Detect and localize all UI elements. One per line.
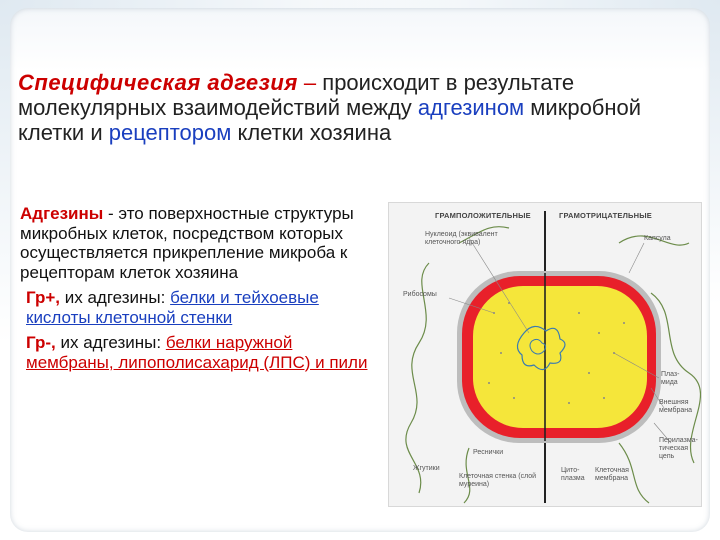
heading-term: Специфическая адгезия bbox=[18, 70, 298, 95]
gram-positive-label: Гр+, bbox=[26, 288, 61, 307]
heading-receptor: рецептором bbox=[108, 120, 232, 145]
label-periplasmic-chain: Перилазма-тическая цепь bbox=[659, 437, 698, 460]
figure-header-left: ГРАМПОЛОЖИТЕЛЬНЫЕ bbox=[435, 211, 531, 220]
cytoplasm-shape bbox=[473, 286, 647, 428]
label-capsule: Капсула bbox=[644, 235, 671, 242]
bacteria-cell-diagram bbox=[405, 211, 701, 504]
label-plasmid: Плаз-мида bbox=[661, 371, 680, 386]
definition-text: - это поверхностные структуры микробных … bbox=[20, 204, 354, 282]
gram-negative-paragraph: Гр-, их адгезины: белки наружной мембран… bbox=[20, 333, 380, 372]
label-cell-wall: Клеточная стенка (слой муреина) bbox=[459, 473, 537, 488]
flagellum-right bbox=[650, 292, 701, 464]
heading-part1: происходит в результате молекулярных вза… bbox=[18, 70, 575, 120]
gram-negative-label: Гр-, bbox=[26, 333, 56, 352]
nucleoid-inner bbox=[529, 338, 547, 355]
gram-positive-paragraph: Гр+, их адгезины: белки и тейхоевые кисл… bbox=[20, 288, 380, 327]
definition-term: Адгезины bbox=[20, 204, 104, 223]
figure-header-right: ГРАМОТРИЦАТЕЛЬНЫЕ bbox=[559, 211, 652, 220]
label-cell-membrane: Клеточная мембрана bbox=[595, 467, 629, 482]
slide-heading: Специфическая адгезия – происходит в рез… bbox=[18, 70, 698, 145]
flagellum-top-left bbox=[458, 226, 510, 244]
label-pili: Реснички bbox=[473, 449, 504, 456]
body-text: Адгезины - это поверхностные структуры м… bbox=[20, 204, 380, 378]
flagellum-left bbox=[405, 262, 430, 494]
gram-negative-link[interactable]: белки наружной мембраны, липополисахарид… bbox=[26, 333, 368, 372]
nucleoid-shape bbox=[516, 325, 566, 371]
leader-lines bbox=[448, 237, 672, 444]
definition-paragraph: Адгезины - это поверхностные структуры м… bbox=[20, 204, 380, 282]
bacteria-cell-figure: ГРАМПОЛОЖИТЕЛЬНЫЕ ГРАМОТРИЦАТЕЛЬНЫЕ Нукл… bbox=[388, 202, 702, 507]
label-cytoplasm: Цито-плазма bbox=[561, 467, 585, 482]
gram-negative-text: их адгезины: bbox=[55, 333, 166, 352]
flagellum-bottom-right bbox=[618, 442, 650, 504]
label-nucleoid: Нуклеоид (эквивалент клеточного ядра) bbox=[425, 231, 498, 246]
heading-part3: клетки хозяина bbox=[231, 120, 392, 145]
heading-adhesin: адгезином bbox=[417, 95, 525, 120]
flagellum-bottom bbox=[463, 447, 471, 504]
flagellum-top-right bbox=[618, 235, 690, 246]
heading-part2: микробной клетки и bbox=[18, 95, 642, 145]
heading-dash: – bbox=[303, 70, 317, 95]
label-flagella: Жгутики bbox=[413, 465, 440, 472]
label-outer-membrane: Внешняя мембрана bbox=[659, 399, 692, 414]
gram-positive-text: их адгезины: bbox=[60, 288, 171, 307]
label-ribosomes: Рибосомы bbox=[403, 291, 437, 298]
gram-positive-link[interactable]: белки и тейхоевые кислоты клеточной стен… bbox=[26, 288, 319, 327]
